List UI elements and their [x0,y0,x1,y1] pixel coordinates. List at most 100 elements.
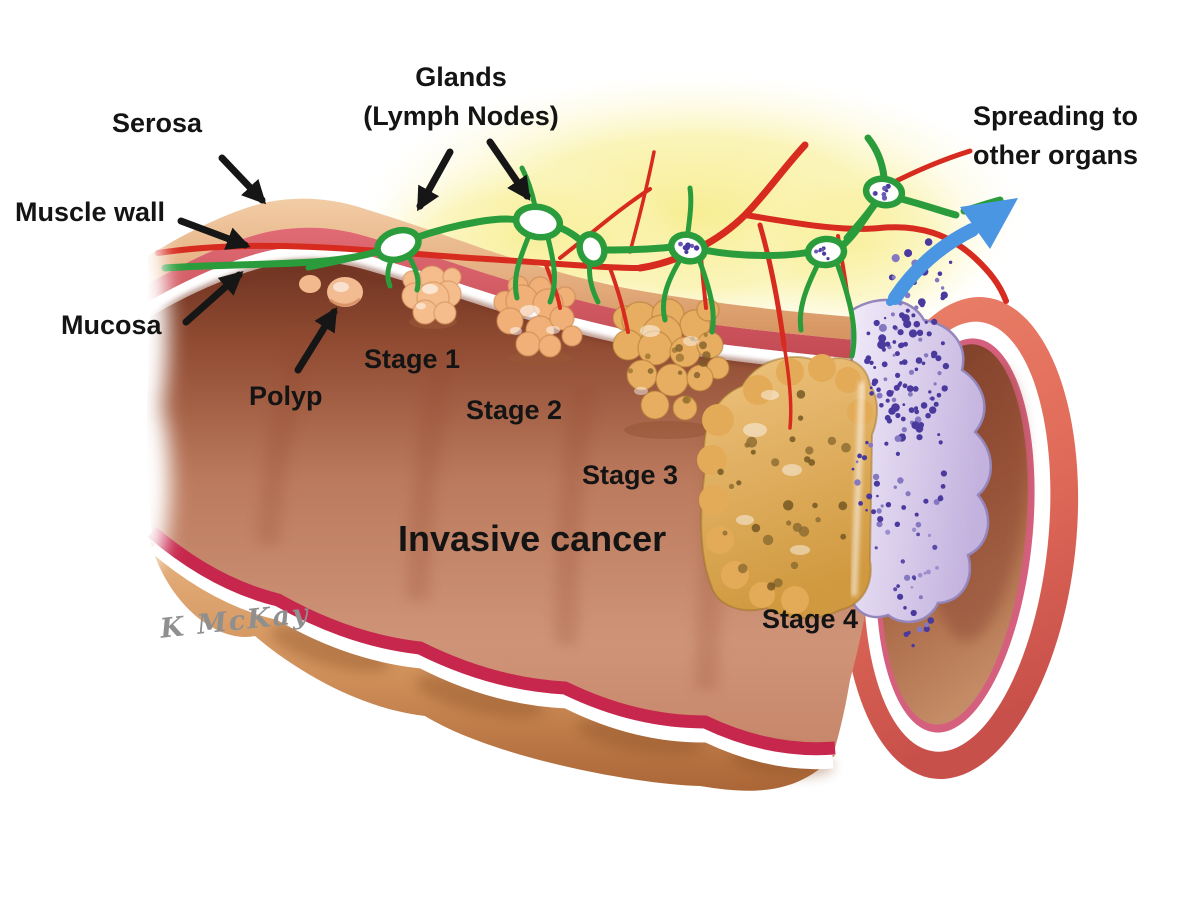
speck [909,329,917,337]
speck [874,320,880,326]
speck [873,474,879,480]
speck [928,617,935,624]
speck [932,545,937,550]
speck [917,330,923,336]
speck [929,406,936,413]
speck [897,594,903,600]
speck [678,242,683,247]
speck [937,433,940,436]
label-polyp: Polyp [249,381,323,412]
speck [822,252,826,256]
speck [891,312,895,316]
speck [901,417,906,422]
speck [894,385,900,391]
speck [871,509,876,514]
speck [699,359,707,367]
speck [902,314,910,322]
speck [895,413,900,418]
speck [856,460,859,463]
speck [908,392,913,397]
speck [941,470,947,476]
speck [892,254,900,262]
label-glands-line1: Glands [341,58,581,97]
speck [903,606,907,610]
speck [892,340,896,344]
speck [893,354,896,357]
speck [886,502,891,507]
speck [941,292,948,299]
speck [877,393,883,399]
speck [887,418,892,423]
speck [888,407,895,414]
speck [682,397,689,404]
speck [935,566,939,570]
speck [895,522,900,527]
speck [854,479,860,485]
speck [931,319,937,325]
speck [925,238,933,246]
speck [852,468,855,471]
speck [922,362,926,366]
speck [884,442,888,446]
speck [857,454,862,459]
speck [866,493,872,499]
speck [882,195,887,200]
serosa-arrow [222,158,262,200]
speck [906,309,910,313]
left-edge-fade [112,210,170,570]
speck [931,351,937,357]
speck [862,455,867,460]
speck [895,373,900,378]
label-spreading: Spreading to other organs [973,97,1138,175]
speck [886,399,890,403]
speck [879,324,887,332]
speck [909,370,914,375]
speck [898,329,904,335]
speck [628,368,633,373]
speck [694,372,700,378]
speck [902,427,907,432]
speck [893,587,897,591]
speck [751,450,756,455]
speck [702,351,710,359]
speck [786,520,791,525]
speck [893,325,897,329]
speck [876,508,881,513]
speck [899,342,904,347]
speck [799,526,809,536]
speck [798,415,803,420]
speck [812,503,818,509]
speck [921,402,928,409]
speck [918,338,922,342]
speck [873,366,876,369]
speck [865,441,868,444]
speck [938,496,944,502]
speck [928,390,931,393]
speck [864,358,870,364]
speck [939,440,943,444]
speck [902,403,905,406]
speck [699,341,707,349]
speck [881,504,884,507]
speck [884,377,888,381]
speck [805,446,813,454]
label-glands-line2: (Lymph Nodes) [341,97,581,136]
speck [919,595,923,599]
speck [892,275,896,279]
speck [763,535,773,545]
speck [838,501,847,510]
speck [797,390,806,399]
speck [912,528,916,532]
speck [937,393,942,398]
speck [877,516,883,522]
speck [916,425,924,433]
speck [723,531,728,536]
speck [865,509,868,512]
speck [896,584,900,588]
speck [840,534,846,540]
speck [926,570,931,575]
speck [752,524,761,533]
speck [736,480,741,485]
speck [915,513,919,517]
